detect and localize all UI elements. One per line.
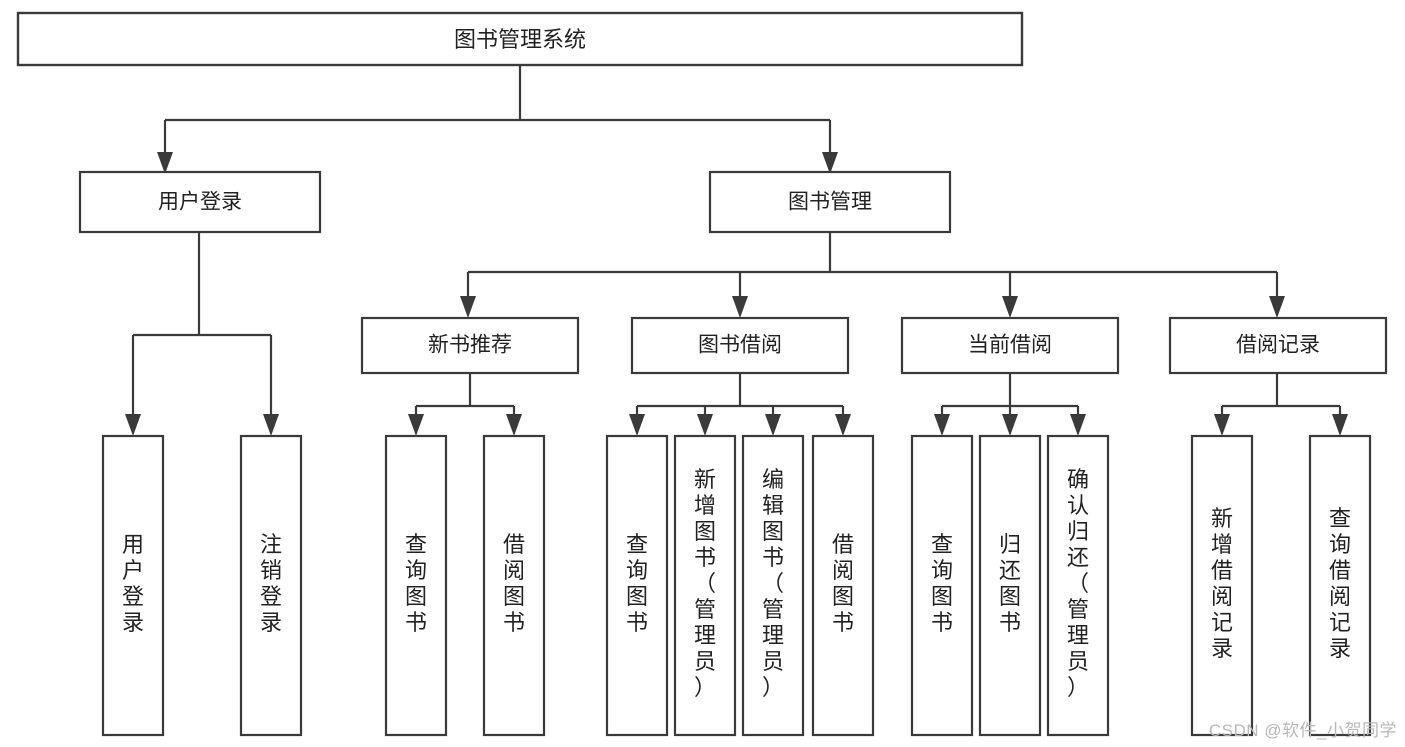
leaf-query-book-borrow-box (605, 434, 669, 737)
leaf-query-book-recommend[interactable]: 查询图书 (384, 434, 448, 737)
arrow-to-leaf-borrow-book-1 (506, 414, 522, 436)
leaf-confirm-return-label: 确认归还（管理员） (1067, 467, 1089, 700)
leaf-borrow-book-box (811, 434, 875, 737)
node-borrow-record-label: 借阅记录 (1236, 334, 1320, 357)
leaf-add-borrow-record[interactable]: 新增借阅记录 (1190, 434, 1254, 737)
leaf-return-book-box (978, 434, 1042, 737)
arrow-to-book-manage (822, 152, 838, 174)
node-current-borrow-label: 当前借阅 (968, 334, 1052, 357)
leaf-user-login[interactable]: 用户登录 (101, 434, 165, 737)
leaf-return-book-label: 归还图书 (999, 532, 1021, 635)
node-current-borrow[interactable]: 当前借阅 (900, 316, 1120, 375)
node-book-borrow-box (630, 316, 850, 375)
node-book-borrow-label: 图书借阅 (698, 334, 782, 357)
leaf-query-book-recommend-box (384, 434, 448, 737)
edge-recommend-to-leaves (414, 373, 516, 422)
leaf-query-book-borrow-label: 查询图书 (626, 532, 648, 635)
edge-root-to-level2 (163, 65, 832, 160)
leaf-user-login-box (101, 434, 165, 737)
node-borrow-record[interactable]: 借阅记录 (1168, 316, 1388, 375)
leaf-query-book-current[interactable]: 查询图书 (910, 434, 974, 737)
node-new-book-recommend-label: 新书推荐 (428, 334, 512, 357)
node-root-label: 图书管理系统 (454, 27, 586, 52)
arrow-to-leaf-return-book (1002, 414, 1018, 436)
arrow-to-user-login (157, 152, 173, 174)
arrow-to-leaf-borrow-book-2 (835, 414, 851, 436)
arrow-to-leaf-query-record (1332, 414, 1348, 436)
arrow-to-leaf-edit-book (765, 414, 781, 436)
edge-userlogin-to-leaves (131, 232, 273, 422)
leaf-query-book-current-box (910, 434, 974, 737)
node-current-borrow-box (900, 316, 1120, 375)
arrow-to-leaf-user-login (125, 414, 141, 436)
leaf-query-book-current-label: 查询图书 (931, 532, 953, 635)
leaf-query-borrow-record-label: 查询借阅记录 (1329, 506, 1351, 661)
leaf-logout-label: 注销登录 (260, 532, 282, 635)
node-new-book-recommend-box (360, 316, 580, 375)
leaf-borrow-book-recommend[interactable]: 借阅图书 (482, 434, 546, 737)
leaf-borrow-book-label: 借阅图书 (832, 532, 854, 635)
leaf-add-book-label: 新增图书（管理员） (694, 467, 716, 700)
arrow-to-leaf-query-book-1 (408, 414, 424, 436)
arrow-to-leaf-confirm-return (1070, 414, 1086, 436)
leaf-query-borrow-record[interactable]: 查询借阅记录 (1308, 434, 1372, 737)
arrow-to-new-book-recommend (460, 296, 476, 318)
leaf-edit-book-box (741, 434, 805, 737)
node-root-system[interactable]: 图书管理系统 (16, 11, 1024, 67)
leaf-query-borrow-record-box (1308, 434, 1372, 737)
leaf-borrow-book[interactable]: 借阅图书 (811, 434, 875, 737)
arrow-to-leaf-add-book (697, 414, 713, 436)
node-borrow-record-box (1168, 316, 1388, 375)
leaf-confirm-return[interactable]: 确认归还（管理员） (1046, 434, 1110, 737)
leaf-add-book[interactable]: 新增图书（管理员） (673, 434, 737, 737)
node-book-borrow[interactable]: 图书借阅 (630, 316, 850, 375)
node-new-book-recommend[interactable]: 新书推荐 (360, 316, 580, 375)
node-root-box (16, 11, 1024, 67)
arrow-to-current-borrow (1002, 296, 1018, 318)
leaf-user-login-label: 用户登录 (122, 532, 144, 635)
arrow-to-book-borrow (732, 296, 748, 318)
leaf-return-book[interactable]: 归还图书 (978, 434, 1042, 737)
leaf-edit-book[interactable]: 编辑图书（管理员） (741, 434, 805, 737)
connector-layer (125, 65, 1348, 436)
edge-borrowrecord-to-leaves (1220, 373, 1342, 422)
edge-bookmanage-to-level3 (466, 232, 1279, 305)
leaf-add-book-box (673, 434, 737, 737)
arrow-to-borrow-record (1269, 296, 1285, 318)
node-book-manage-label: 图书管理 (788, 191, 872, 214)
node-user-login[interactable]: 用户登录 (78, 170, 322, 234)
leaf-query-book-borrow[interactable]: 查询图书 (605, 434, 669, 737)
node-book-manage-box (708, 170, 952, 234)
leaf-logout-box (239, 434, 303, 737)
leaf-borrow-book-recommend-label: 借阅图书 (503, 532, 525, 635)
leaf-edit-book-label: 编辑图书（管理员） (762, 467, 784, 700)
leaf-borrow-book-recommend-box (482, 434, 546, 737)
arrow-to-leaf-logout (263, 414, 279, 436)
leaf-add-borrow-record-box (1190, 434, 1254, 737)
arrow-to-leaf-add-record (1214, 414, 1230, 436)
leaf-query-book-recommend-label: 查询图书 (405, 532, 427, 635)
node-user-login-box (78, 170, 322, 234)
node-book-manage[interactable]: 图书管理 (708, 170, 952, 234)
arrow-to-leaf-query-book-2 (629, 414, 645, 436)
arrow-to-leaf-query-book-3 (934, 414, 950, 436)
leaf-logout[interactable]: 注销登录 (239, 434, 303, 737)
leaf-add-borrow-record-label: 新增借阅记录 (1211, 506, 1233, 661)
edge-bookborrow-to-leaves (635, 373, 845, 422)
node-user-login-label: 用户登录 (158, 191, 242, 214)
leaf-confirm-return-box (1046, 434, 1110, 737)
